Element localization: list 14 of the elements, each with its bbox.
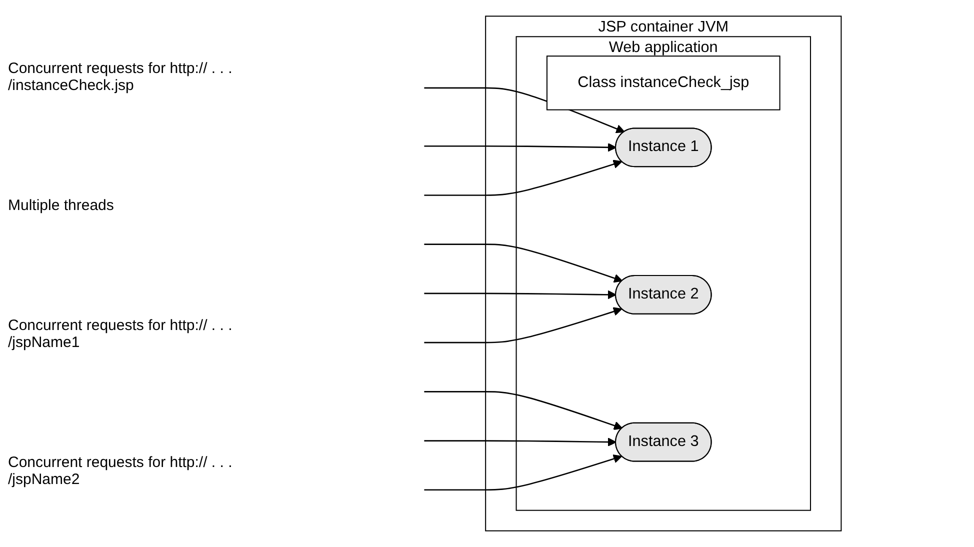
arrow bbox=[424, 160, 622, 196]
arrow bbox=[424, 87, 625, 134]
arrow bbox=[424, 244, 623, 283]
note-text: Concurrent requests for http:// . . . /jspName1 bbox=[8, 316, 234, 350]
note-text: Concurrent requests for http:// . . . /instanceCheck.jsp bbox=[8, 60, 234, 94]
note-text: Multiple threads bbox=[8, 196, 115, 214]
arrow bbox=[424, 290, 616, 300]
node-box: Class instanceCheck_jsp bbox=[546, 56, 780, 110]
note-text: Concurrent requests for http:// . . . /jspName2 bbox=[8, 454, 234, 488]
arrow bbox=[424, 307, 622, 344]
arrow bbox=[424, 391, 623, 430]
arrow bbox=[424, 142, 616, 152]
arrow bbox=[424, 454, 622, 491]
arrow bbox=[424, 438, 616, 447]
